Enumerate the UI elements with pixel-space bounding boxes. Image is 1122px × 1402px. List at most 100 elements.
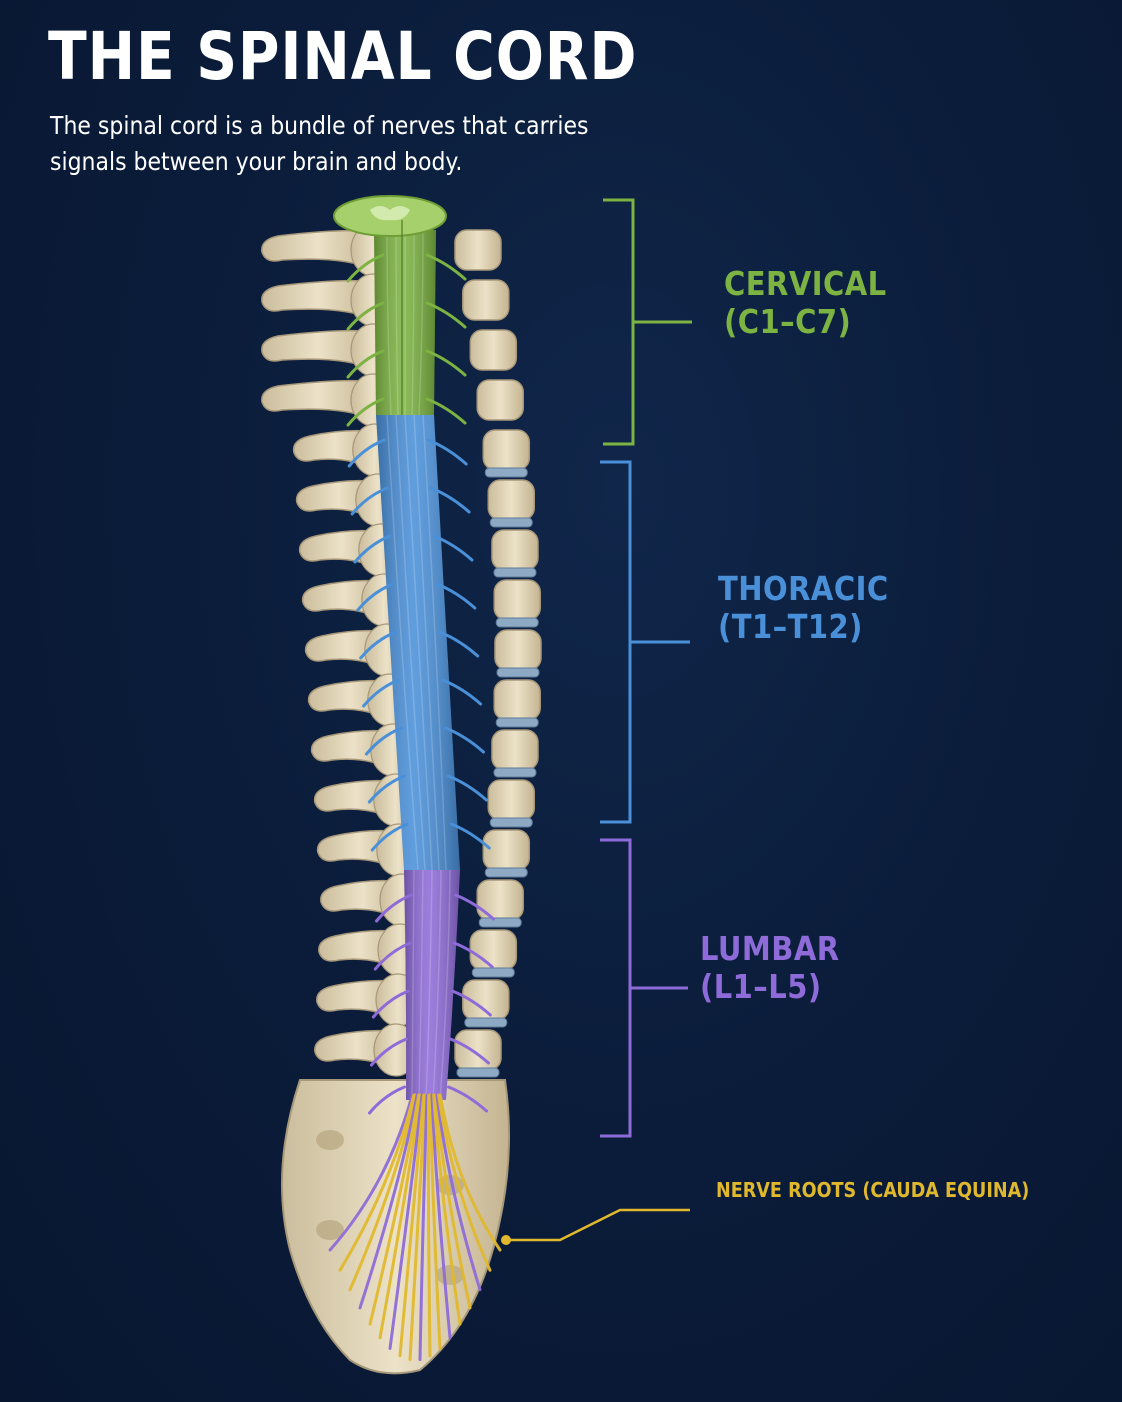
cauda-root bbox=[438, 1093, 502, 1252]
cord-shading-thoracic bbox=[376, 415, 460, 870]
cord-shading-lumbar bbox=[404, 870, 460, 1100]
nerve-branch bbox=[346, 349, 385, 379]
region-name-thoracic: THORACIC bbox=[718, 569, 889, 608]
nerve-branch bbox=[353, 534, 392, 564]
nerve-branch bbox=[446, 774, 488, 802]
nerve-branch bbox=[448, 1037, 490, 1065]
nerve-branch bbox=[450, 989, 492, 1017]
vertebral-body bbox=[476, 379, 524, 421]
nerve-branch bbox=[432, 534, 474, 562]
nerve-branch bbox=[425, 397, 467, 425]
intervertebral-disc bbox=[471, 967, 515, 978]
page-title: THE SPINAL CORD bbox=[48, 18, 638, 95]
cord-fiber bbox=[395, 414, 426, 871]
spinous-process bbox=[261, 229, 376, 272]
cauda-root bbox=[398, 1093, 426, 1358]
cauda-root bbox=[435, 1093, 482, 1292]
vertebral-body bbox=[487, 479, 536, 521]
nerve-branch bbox=[443, 726, 485, 754]
region-brackets bbox=[501, 198, 692, 1245]
cauda-root bbox=[348, 1093, 417, 1292]
cauda-root bbox=[338, 1093, 416, 1272]
nerve-branch bbox=[359, 630, 398, 660]
cord-fiber bbox=[439, 869, 451, 1101]
nerve-branch bbox=[373, 941, 412, 971]
sacral-foramen bbox=[316, 1130, 344, 1150]
cord-shading-cervical bbox=[374, 230, 436, 415]
vertebral-body bbox=[491, 729, 539, 771]
nerve-branch bbox=[346, 253, 385, 283]
nerve-branch bbox=[425, 253, 467, 281]
leader-dot-nerve-roots bbox=[501, 1235, 511, 1245]
nerve-branch bbox=[346, 301, 385, 331]
cauda-root bbox=[368, 1093, 421, 1326]
vertebral-body bbox=[469, 329, 518, 371]
cauda-root bbox=[408, 1093, 427, 1362]
nerve-branch bbox=[369, 1037, 408, 1067]
nerve-branch bbox=[347, 438, 386, 468]
nerve-branch bbox=[447, 1085, 489, 1113]
sacral-foramen bbox=[436, 1265, 464, 1285]
region-name-lumbar: LUMBAR bbox=[700, 929, 840, 968]
intervertebral-disc bbox=[484, 467, 528, 478]
cord-fiber bbox=[386, 229, 392, 416]
sacral-foramen bbox=[316, 1220, 344, 1240]
intervertebral-disc bbox=[489, 517, 533, 528]
intervertebral-disc bbox=[478, 917, 522, 928]
intervertebral-disc bbox=[456, 1067, 500, 1078]
cauda-root bbox=[426, 1093, 432, 1358]
cord-fiber bbox=[425, 869, 433, 1101]
intervertebral-disc bbox=[495, 717, 539, 728]
leader-nerve-roots bbox=[506, 1208, 690, 1242]
nerve-branch bbox=[364, 726, 403, 756]
page-subtitle: The spinal cord is a bundle of nerves th… bbox=[50, 111, 589, 176]
bracket-cervical bbox=[603, 198, 692, 446]
vertebral-body bbox=[476, 879, 524, 921]
nerve-branch bbox=[426, 438, 468, 466]
bracket-thoracic bbox=[600, 460, 690, 824]
intervertebral-disc bbox=[464, 1017, 508, 1028]
nerve-branch bbox=[435, 582, 477, 610]
nerve-branch bbox=[370, 822, 409, 852]
intervertebral-disc bbox=[496, 667, 540, 678]
nerve-branch bbox=[375, 893, 413, 923]
cord-fiber bbox=[418, 229, 424, 416]
nerve-branch bbox=[368, 1085, 407, 1115]
spinous-process bbox=[261, 279, 376, 322]
vertebral-body bbox=[454, 1029, 502, 1071]
nerve-branch bbox=[438, 630, 480, 658]
label-nerve-roots: NERVE ROOTS (CAUDA EQUINA) bbox=[716, 1178, 1030, 1202]
cord-fiber bbox=[404, 414, 433, 871]
nerve-branch bbox=[346, 397, 385, 427]
cord-fiber bbox=[418, 869, 424, 1101]
vertebral-body bbox=[462, 279, 510, 321]
vertebral-body bbox=[493, 679, 541, 721]
spinous-process bbox=[261, 329, 376, 372]
sacrum bbox=[281, 1079, 510, 1375]
label-cervical: CERVICAL (C1–C7) bbox=[724, 265, 887, 341]
cauda-root bbox=[433, 1093, 472, 1310]
bracket-lumbar bbox=[600, 838, 688, 1138]
nerve-branch bbox=[449, 822, 491, 850]
cord-fiber bbox=[386, 414, 419, 871]
nerve-branch bbox=[367, 774, 406, 804]
cauda-root bbox=[428, 1093, 442, 1350]
vertebral-body bbox=[487, 779, 536, 821]
intervertebral-disc bbox=[493, 567, 537, 578]
nerve-branch bbox=[441, 678, 483, 706]
cauda-root bbox=[437, 1093, 492, 1272]
nerve-branch bbox=[425, 301, 467, 329]
cord-fiber bbox=[432, 869, 442, 1101]
intervertebral-disc bbox=[484, 867, 528, 878]
region-name-cervical: CERVICAL bbox=[724, 264, 887, 303]
region-range-cervical: (C1–C7) bbox=[724, 302, 852, 341]
cauda-root bbox=[328, 1093, 414, 1252]
intervertebral-disc bbox=[493, 767, 537, 778]
cord-fiber bbox=[395, 229, 399, 416]
cauda-root bbox=[378, 1093, 422, 1340]
spinous-process bbox=[261, 379, 376, 422]
grey-matter bbox=[370, 206, 410, 221]
cauda-root bbox=[358, 1093, 419, 1310]
vertebral-body bbox=[491, 529, 539, 571]
